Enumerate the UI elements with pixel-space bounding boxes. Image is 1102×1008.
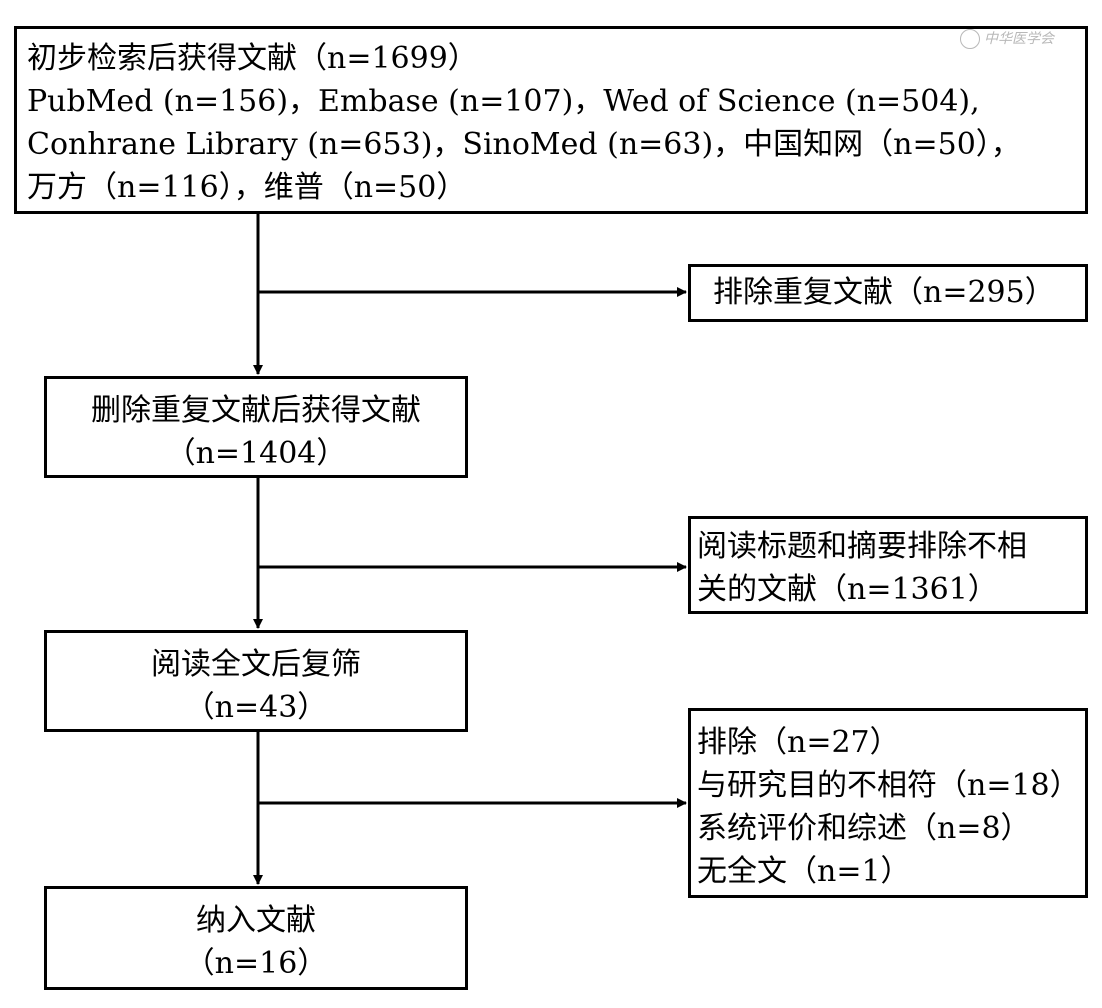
watermark-text: 中华医学会 bbox=[984, 31, 1054, 47]
title-abstract-excluded-line-2: 关的文献（n=1361） bbox=[697, 572, 998, 607]
included-box: 纳入文献 （n=16） bbox=[44, 886, 468, 990]
duplicates-excluded-box: 排除重复文献（n=295） bbox=[688, 264, 1088, 322]
duplicates-excluded-text: 排除重复文献（n=295） bbox=[713, 275, 1055, 310]
initial-search-title: 初步检索后获得文献（n=1699） bbox=[27, 41, 478, 76]
initial-search-sources-line-1: PubMed (n=156)，Embase (n=107)，Wed of Sci… bbox=[27, 84, 980, 119]
after-dedup-label: 删除重复文献后获得文献 bbox=[91, 393, 421, 428]
fulltext-rescreen-box: 阅读全文后复筛 （n=43） bbox=[44, 630, 468, 732]
after-dedup-count: （n=1404） bbox=[165, 436, 347, 471]
included-count: （n=16） bbox=[184, 946, 328, 981]
fulltext-excluded-total: 排除（n=27） bbox=[697, 725, 900, 760]
initial-search-sources-line-3: 万方（n=116），维普（n=50） bbox=[27, 170, 467, 205]
included-label: 纳入文献 bbox=[196, 903, 316, 938]
initial-search-box: 初步检索后获得文献（n=1699） PubMed (n=156)，Embase … bbox=[14, 26, 1088, 214]
title-abstract-excluded-box: 阅读标题和摘要排除不相 关的文献（n=1361） bbox=[688, 516, 1088, 614]
after-dedup-box: 删除重复文献后获得文献 （n=1404） bbox=[44, 376, 468, 478]
fulltext-excluded-reason-3: 无全文（n=1） bbox=[697, 854, 911, 889]
seal-icon bbox=[960, 29, 980, 49]
fulltext-excluded-box: 排除（n=27） 与研究目的不相符（n=18） 系统评价和综述（n=8） 无全文… bbox=[688, 708, 1088, 898]
fulltext-excluded-reason-2: 系统评价和综述（n=8） bbox=[697, 811, 1031, 846]
initial-search-sources-line-2: Conhrane Library (n=653)，SinoMed (n=63)，… bbox=[27, 127, 1021, 162]
fulltext-rescreen-label: 阅读全文后复筛 bbox=[151, 647, 361, 682]
title-abstract-excluded-line-1: 阅读标题和摘要排除不相 bbox=[697, 529, 1027, 564]
fulltext-rescreen-count: （n=43） bbox=[184, 690, 328, 725]
watermark-logo: 中华医学会 bbox=[960, 28, 1080, 50]
fulltext-excluded-reason-1: 与研究目的不相符（n=18） bbox=[697, 768, 1080, 803]
